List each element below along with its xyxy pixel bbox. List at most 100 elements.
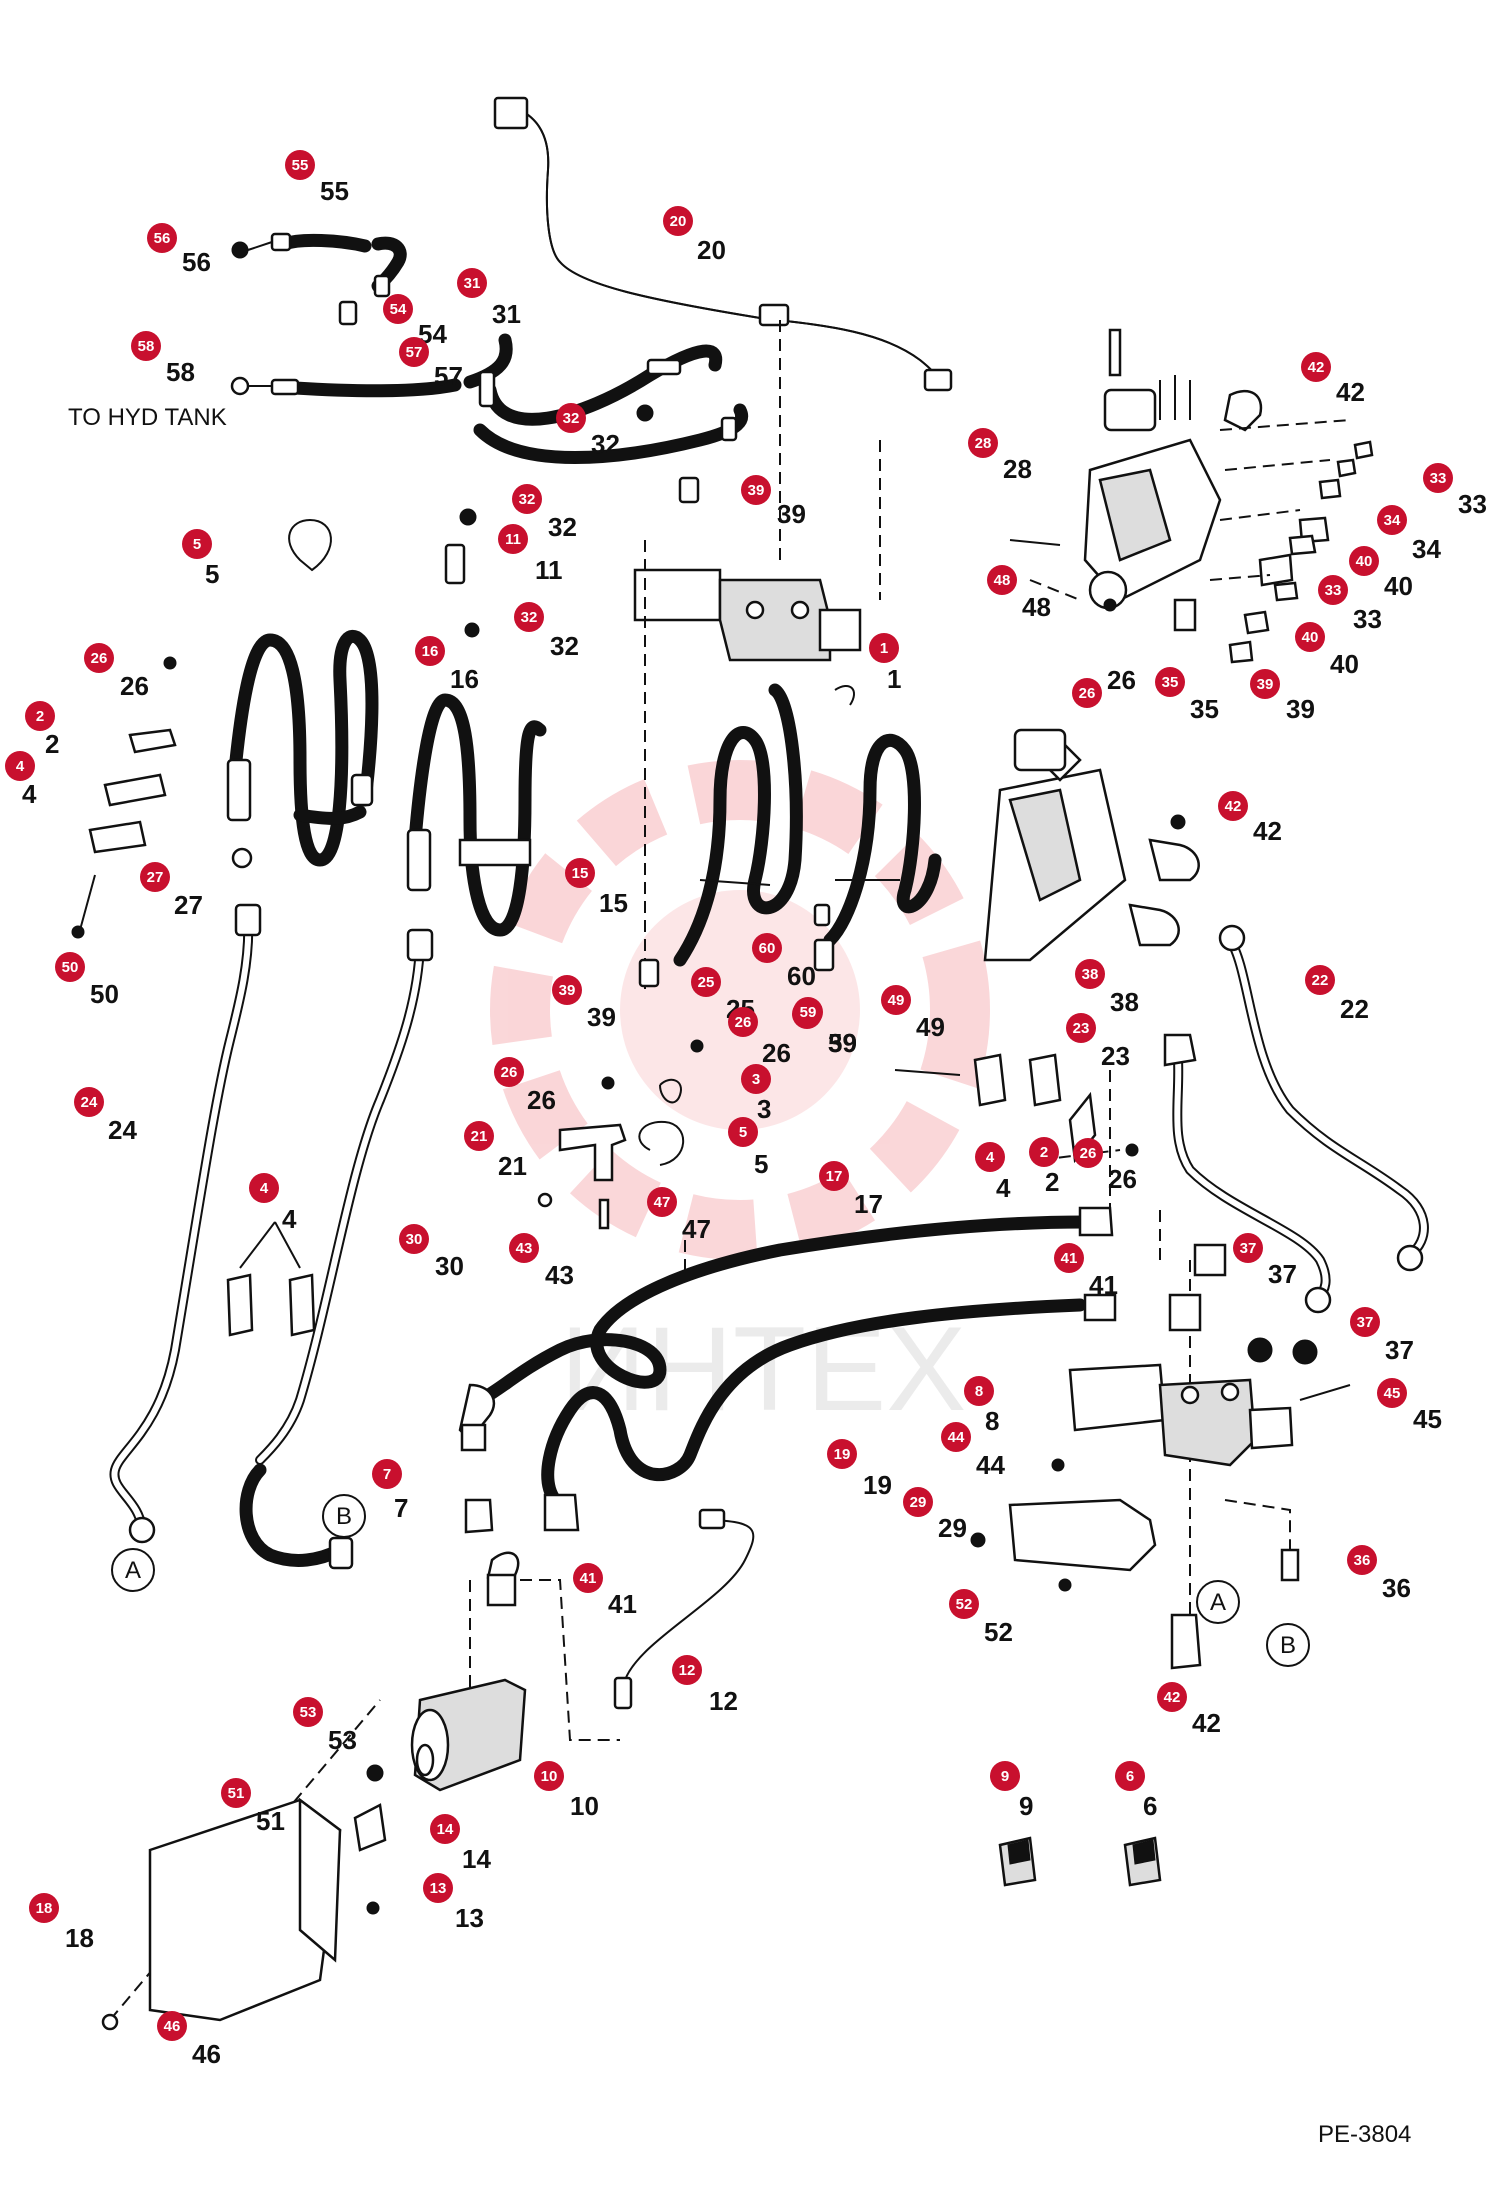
part-badge[interactable] — [249, 1173, 279, 1203]
callout-4[interactable]: 44 — [5, 751, 37, 809]
callout-2[interactable]: 22 — [25, 701, 59, 759]
part-badge[interactable] — [498, 524, 528, 554]
part-badge[interactable] — [1250, 669, 1280, 699]
part-badge[interactable] — [399, 337, 429, 367]
part-badge[interactable] — [949, 1589, 979, 1619]
callout-8[interactable]: 88 — [964, 1376, 999, 1436]
part-badge[interactable] — [1029, 1137, 1059, 1167]
part-badge[interactable] — [415, 636, 445, 666]
callout-4[interactable]: 44 — [249, 1173, 297, 1234]
part-badge[interactable] — [1301, 352, 1331, 382]
part-badge[interactable] — [793, 997, 823, 1027]
part-badge[interactable] — [752, 933, 782, 963]
part-badge[interactable] — [182, 529, 212, 559]
part-badge[interactable] — [903, 1487, 933, 1517]
part-badge[interactable] — [514, 602, 544, 632]
part-badge[interactable] — [1350, 1307, 1380, 1337]
part-badge[interactable] — [1155, 667, 1185, 697]
part-badge[interactable] — [990, 1761, 1020, 1791]
part-badge[interactable] — [509, 1233, 539, 1263]
part-badge[interactable] — [1305, 965, 1335, 995]
callout-4[interactable]: 44 — [975, 1142, 1011, 1203]
part-badge[interactable] — [399, 1224, 429, 1254]
part-badge[interactable] — [552, 975, 582, 1005]
part-badge[interactable] — [84, 643, 114, 673]
part-badge[interactable] — [55, 952, 85, 982]
part-badge[interactable] — [975, 1142, 1005, 1172]
part-badge[interactable] — [285, 150, 315, 180]
part-badge[interactable] — [964, 1376, 994, 1406]
part-badge[interactable] — [1072, 678, 1102, 708]
part-badge[interactable] — [534, 1761, 564, 1791]
callout-5[interactable]: 55 — [728, 1117, 768, 1179]
part-badge[interactable] — [131, 331, 161, 361]
part-badge[interactable] — [157, 2011, 187, 2041]
part-badge[interactable] — [1377, 1378, 1407, 1408]
part-badge[interactable] — [819, 1161, 849, 1191]
part-badge[interactable] — [464, 1121, 494, 1151]
part-badge[interactable] — [512, 484, 542, 514]
part-badge[interactable] — [140, 862, 170, 892]
part-badge[interactable] — [74, 1087, 104, 1117]
part-badge[interactable] — [221, 1778, 251, 1808]
part-badge[interactable] — [1115, 1761, 1145, 1791]
part-badge[interactable] — [556, 403, 586, 433]
part-badge[interactable] — [29, 1893, 59, 1923]
part-badge[interactable] — [869, 633, 899, 663]
part-badge[interactable] — [293, 1697, 323, 1727]
part-badge[interactable] — [1318, 575, 1348, 605]
part-badge[interactable] — [25, 701, 55, 731]
callout-9[interactable]: 99 — [990, 1761, 1033, 1821]
callout-1[interactable]: 11 — [869, 633, 901, 694]
part-badge[interactable] — [1218, 791, 1248, 821]
part-badge[interactable] — [968, 428, 998, 458]
part-badge[interactable] — [987, 565, 1017, 595]
part-badge[interactable] — [663, 206, 693, 236]
part-badge[interactable] — [1349, 546, 1379, 576]
